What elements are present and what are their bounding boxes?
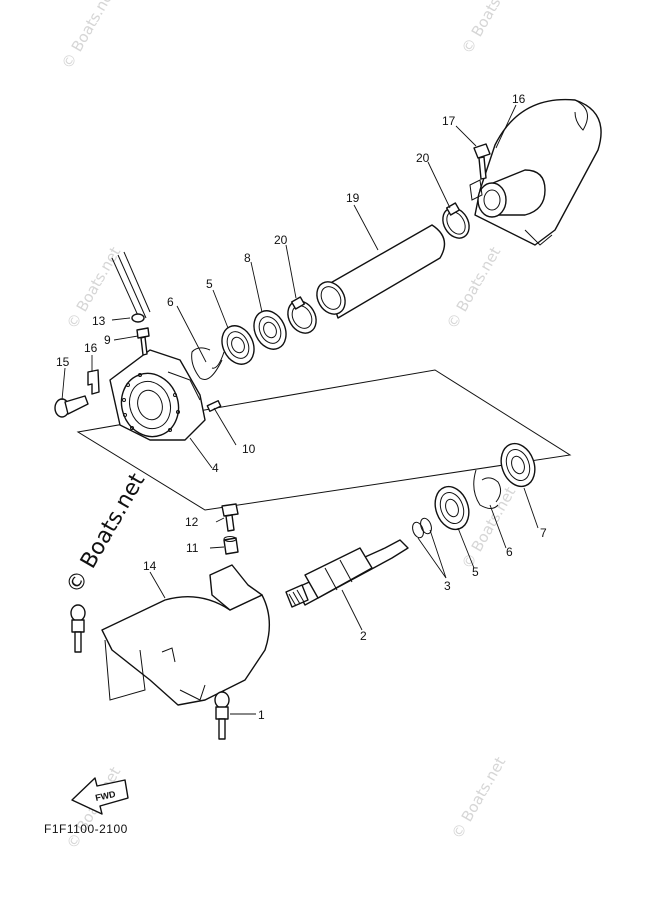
callout-19: 19 <box>346 191 360 205</box>
leader-lines <box>61 104 539 715</box>
clamp-20-upper <box>442 202 470 239</box>
bearing-5-upper <box>221 325 255 365</box>
callout-18: 17 <box>442 114 456 128</box>
watermark-mid-right: © Boats.net <box>443 244 504 332</box>
drive-shaft-2 <box>285 539 409 608</box>
bolt-9 <box>136 327 150 356</box>
callout-10: 10 <box>242 442 256 456</box>
callout-6-lower: 6 <box>506 545 513 559</box>
bolt-15 <box>54 395 89 418</box>
callout-6-upper: 6 <box>167 295 174 309</box>
washer-13 <box>131 313 145 323</box>
callout-14: 14 <box>143 559 157 573</box>
callout-numbers: 16 17 20 19 20 8 5 6 13 9 16 15 10 4 12 … <box>56 92 547 722</box>
callout-5-lower: 5 <box>472 565 479 579</box>
callout-1: 1 <box>258 708 265 722</box>
callout-17: 16 <box>512 92 526 106</box>
callout-3: 3 <box>444 579 451 593</box>
hose-19 <box>316 224 446 319</box>
callout-9: 9 <box>104 333 111 347</box>
fwd-arrow-icon: FWD <box>71 777 129 815</box>
callout-5-upper: 5 <box>206 277 213 291</box>
callout-20-lower: 20 <box>274 233 288 247</box>
callout-11: 11 <box>186 541 199 555</box>
bolt-1-upper <box>70 604 86 653</box>
fwd-label: FWD <box>94 789 117 803</box>
bolt-12 <box>221 503 239 532</box>
watermark-top-right: © Boats.net <box>458 0 519 57</box>
bolt-18 <box>473 143 491 180</box>
callout-20-upper: 20 <box>416 151 430 165</box>
pin-10 <box>206 400 222 412</box>
callout-8: 8 <box>244 251 251 265</box>
nozzle-housing <box>469 98 602 246</box>
watermark-top-left: © Boats.net <box>58 0 119 72</box>
cable-hose <box>111 251 151 321</box>
plate-16 <box>87 369 100 395</box>
circlip-6-upper <box>191 347 225 380</box>
callout-16: 16 <box>84 341 98 355</box>
watermark-main: © Boats.net <box>62 469 151 598</box>
bearing-8 <box>253 310 287 350</box>
o-rings-3 <box>412 517 432 539</box>
callout-15: 15 <box>56 355 70 369</box>
callout-7: 7 <box>540 526 547 540</box>
collar-11 <box>223 536 239 555</box>
watermark-bottom-right: © Boats.net <box>448 754 509 842</box>
bolt-1-lower <box>214 691 230 740</box>
callout-12: 12 <box>185 515 199 529</box>
bracket-14 <box>101 564 270 706</box>
callout-2: 2 <box>360 629 367 643</box>
diagram-code: F1F1100-2100 <box>44 822 128 836</box>
callout-4: 4 <box>212 461 219 475</box>
bearing-7 <box>500 442 536 488</box>
circlip-6-lower <box>473 469 502 509</box>
bearing-housing-4 <box>109 349 206 441</box>
bearing-5-lower <box>434 485 470 531</box>
clamp-20-lower <box>287 296 317 334</box>
callout-13: 13 <box>92 314 106 328</box>
assembly-outline <box>76 369 572 511</box>
